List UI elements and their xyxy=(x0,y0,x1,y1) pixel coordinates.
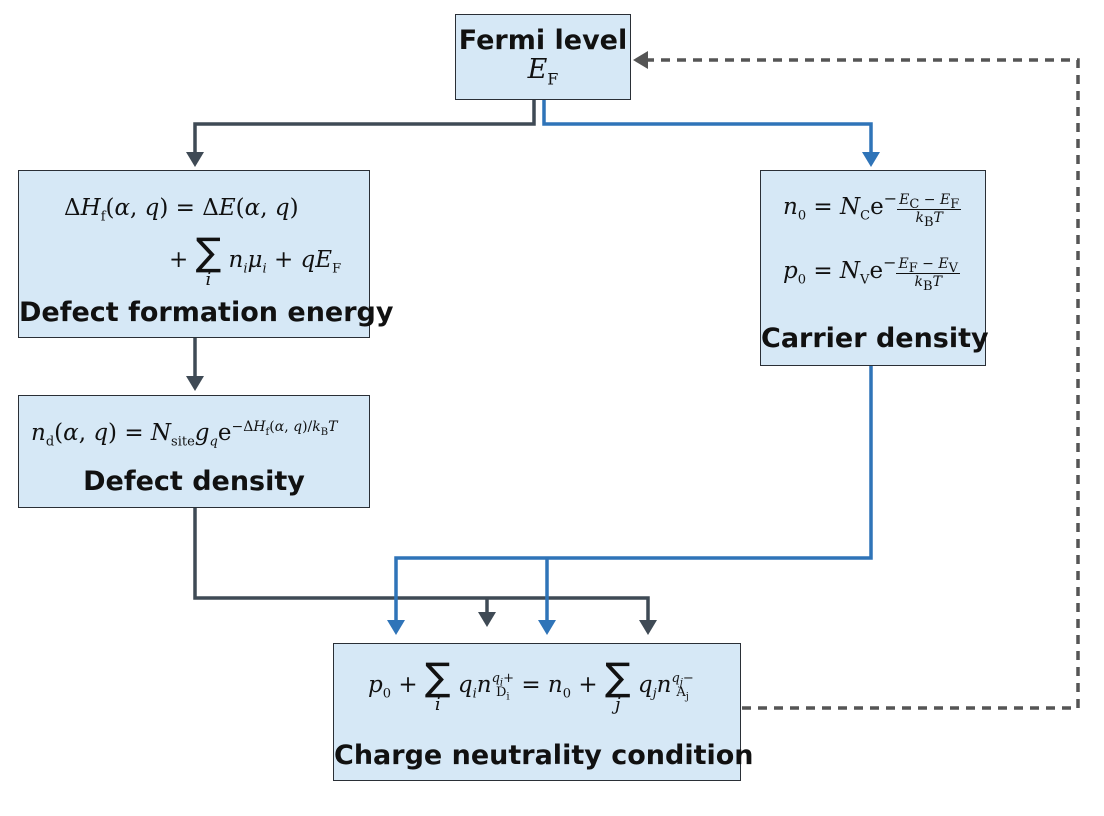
arrowhead-blue-1 xyxy=(387,620,405,635)
arrow-carrier-to-neutrality xyxy=(394,366,873,622)
arrowhead-blue-2 xyxy=(538,620,556,635)
density-equation: nd(α, q) = Nsitegqe−ΔHf(α, q)/kBT xyxy=(31,419,338,450)
defect-formation-box: ΔHf(α, q) = ΔE(α, q) + ∑i niμi + qEF Def… xyxy=(18,170,394,338)
fermi-level-title: Fermi level xyxy=(458,25,628,56)
arrow-fermi-to-formation xyxy=(193,100,536,160)
formation-equation-line-2: + ∑i niμi + qEF xyxy=(169,230,342,290)
defect-density-title: Defect density xyxy=(83,466,305,497)
arrowhead-density xyxy=(186,376,204,391)
arrow-fermi-to-carrier xyxy=(542,100,873,152)
arrowhead-carrier xyxy=(862,152,880,167)
arrowhead-dark-1 xyxy=(478,612,496,627)
arrow-density-to-neutrality xyxy=(193,508,650,622)
defect-formation-title: Defect formation energy xyxy=(19,297,394,328)
feedback-dashed-arrow xyxy=(646,58,1080,710)
fermi-level-box: Fermi level EF xyxy=(455,14,631,100)
arrowhead-formation xyxy=(186,152,204,167)
arrowhead-feedback xyxy=(633,51,648,69)
charge-neutrality-title: Charge neutrality condition xyxy=(334,740,754,771)
fermi-level-symbol: EF xyxy=(527,54,559,89)
carrier-density-title: Carrier density xyxy=(761,323,989,354)
defect-density-box: nd(α, q) = Nsitegqe−ΔHf(α, q)/kBT Defect… xyxy=(18,395,370,508)
arrowhead-dark-2 xyxy=(639,620,657,635)
formation-equation-line-1: ΔHf(α, q) = ΔE(α, q) xyxy=(64,195,299,225)
